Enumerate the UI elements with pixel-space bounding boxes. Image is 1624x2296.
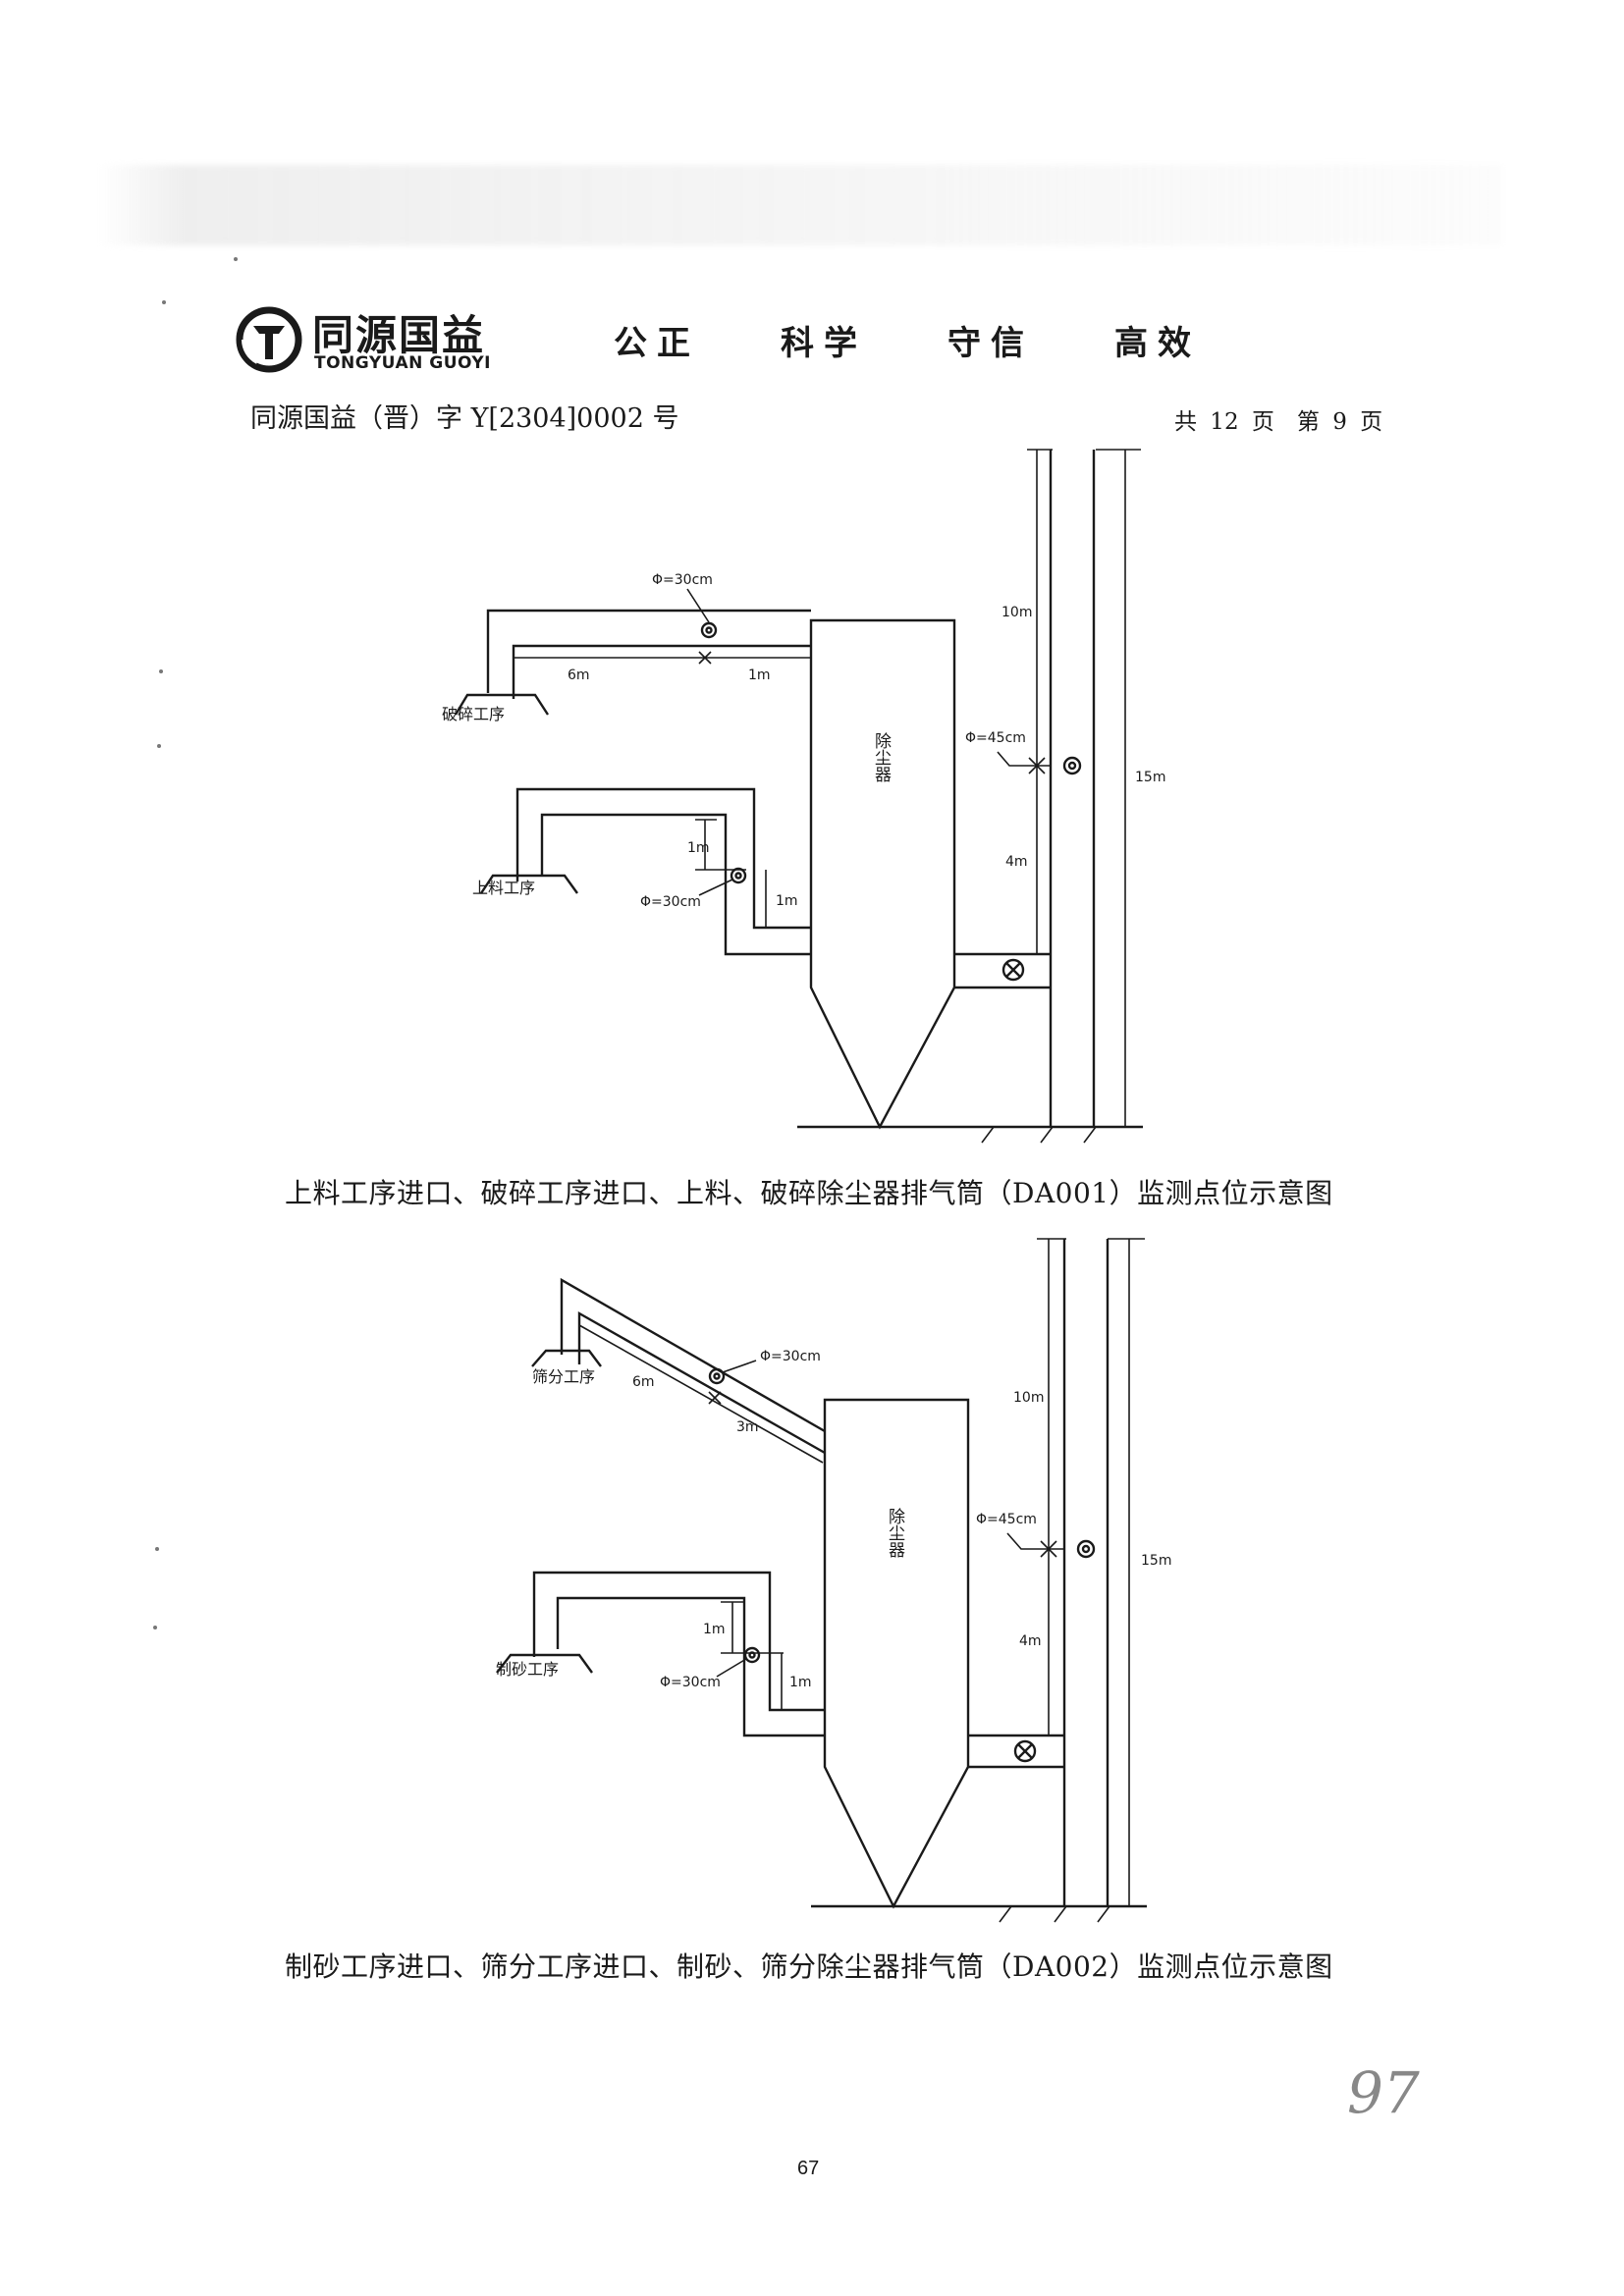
leader-line [716, 1658, 747, 1678]
label-height-10m: 10m [1001, 605, 1032, 620]
scan-speck [162, 300, 166, 304]
page-number: 67 [797, 2158, 820, 2179]
scan-speck [155, 1547, 159, 1551]
label-height-10m: 10m [1013, 1390, 1044, 1406]
pencil-annotation: 97 [1347, 2059, 1420, 2126]
label-len-3m: 3m [736, 1419, 759, 1435]
diagram-da001: 破碎工序 上料工序 Φ=30cm 6m 1m 1m Φ=30cm 1m Φ=45… [442, 449, 1165, 1144]
label-feeding-process: 上料工序 [472, 879, 535, 897]
label-height-15m: 15m [1141, 1553, 1171, 1569]
exhaust-stack [1062, 1239, 1110, 1906]
scan-speck [234, 257, 238, 261]
label-sand-making-process: 制砂工序 [496, 1660, 559, 1679]
label-len-1m: 1m [789, 1675, 812, 1690]
label-len-6m: 6m [568, 667, 590, 683]
company-logo-icon [236, 306, 302, 373]
diagram1-caption: 上料工序进口、破碎工序进口、上料、破碎除尘器排气筒（DA001）监测点位示意图 [285, 1177, 1333, 1209]
sampling-port-icon [743, 1646, 761, 1664]
brand-name-cn: 同源国益 [312, 311, 486, 359]
label-len-6m: 6m [632, 1374, 655, 1390]
label-height-4m: 4m [1019, 1633, 1042, 1649]
label-top-duct-diameter: Φ=30cm [652, 572, 713, 588]
leader-line [722, 1360, 757, 1373]
hood-sand-making [496, 1653, 593, 1674]
page-info: 共 12 页 第 9 页 [1174, 409, 1383, 435]
leader-line [1006, 1532, 1039, 1550]
label-dust-collector: 除尘器 [885, 1508, 905, 1558]
dust-collector-body [823, 1398, 970, 1909]
dust-collector-body [809, 618, 956, 1130]
label-top-duct-diameter: Φ=30cm [760, 1349, 821, 1364]
motto-word: 公正 [614, 324, 700, 363]
sampling-port-icon [708, 1367, 726, 1385]
leader-line [698, 879, 733, 896]
duct-crushing [486, 609, 811, 699]
valve-icon [1001, 958, 1025, 982]
sampling-port-icon [730, 867, 747, 884]
label-stack-diameter: Φ=45cm [976, 1512, 1037, 1527]
report-number: 同源国益（晋）字 Y[2304]0002 号 [250, 403, 679, 434]
valve-icon [1013, 1739, 1037, 1763]
scan-speck [153, 1626, 157, 1629]
label-bottom-duct-diameter: Φ=30cm [660, 1675, 721, 1690]
scan-shadow-band [98, 165, 1502, 245]
sampling-port-icon [1062, 756, 1082, 775]
diagram2-caption: 制砂工序进口、筛分工序进口、制砂、筛分除尘器排气筒（DA002）监测点位示意图 [285, 1950, 1333, 1983]
label-len-1m: 1m [687, 840, 710, 856]
brand-name-en: TONGYUAN GUOYI [314, 353, 491, 373]
label-dust-collector: 除尘器 [871, 732, 892, 782]
label-stack-diameter: Φ=45cm [965, 730, 1026, 746]
scan-speck [157, 744, 161, 748]
label-height-4m: 4m [1005, 854, 1028, 870]
duct-feeding [515, 787, 811, 956]
scan-speck [159, 669, 163, 673]
label-len-1m: 1m [776, 893, 798, 909]
motto-word: 守信 [947, 324, 1034, 363]
label-bottom-duct-diameter: Φ=30cm [640, 894, 701, 910]
leader-line [686, 588, 710, 623]
duct-screening [560, 1277, 826, 1455]
leader-line [997, 751, 1027, 767]
label-crushing-process: 破碎工序 [442, 705, 505, 723]
sample-point-marker [698, 651, 712, 665]
hood-screening [531, 1349, 602, 1367]
dim-line-6m-3m [578, 1324, 824, 1464]
ground-hatch [981, 1126, 1097, 1144]
letterhead: 同源国益 TONGYUAN GUOYI 公正 科学 守信 高效 [236, 306, 1394, 375]
diagram-da002: 筛分工序 制砂工序 Φ=30cm 6m 3m 1m Φ=30cm 1m Φ=45… [496, 1238, 1171, 1923]
motto-word: 科学 [781, 324, 867, 363]
motto-word: 高效 [1114, 324, 1201, 363]
label-height-15m: 15m [1135, 770, 1165, 785]
sampling-port-icon [700, 621, 718, 639]
label-screening-process: 筛分工序 [532, 1367, 595, 1386]
ground-hatch [999, 1905, 1110, 1923]
sample-point-marker [708, 1391, 722, 1405]
exhaust-stack [1049, 450, 1096, 1127]
sampling-port-icon [1076, 1539, 1096, 1559]
hood-crushing [454, 693, 550, 716]
label-len-1m: 1m [703, 1622, 726, 1637]
hood-feeding [480, 874, 578, 894]
label-len-1m: 1m [748, 667, 771, 683]
